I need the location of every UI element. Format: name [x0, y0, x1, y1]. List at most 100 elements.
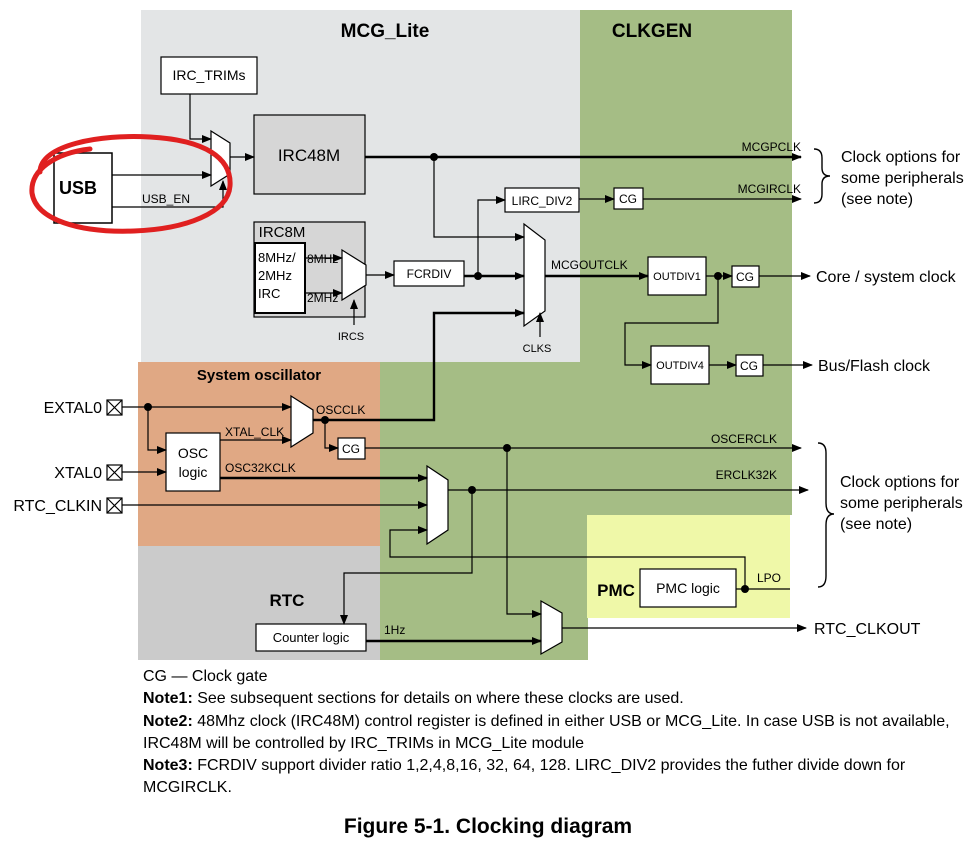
counter-logic-block: [255, 623, 367, 652]
osc32kclk-label: OSC32KCLK: [225, 461, 296, 475]
wire-fcrdiv-to-lirc: [477, 196, 506, 276]
note3-text: FCRDIV support divider ratio 1,2,4,8,16,…: [143, 757, 906, 797]
notes-section: CG — Clock gate Note1: See subsequent se…: [143, 666, 973, 800]
junction-dot: [503, 444, 511, 452]
irc8m-inner-line2: 2MHz: [258, 268, 292, 283]
junction-dot: [474, 272, 482, 280]
clock-options-2-line2: some peripherals: [840, 495, 963, 512]
system-oscillator-title: System oscillator: [197, 367, 321, 384]
brace-top: [813, 148, 831, 204]
junction-dot: [468, 486, 476, 494]
usb-highlight-annotation: [29, 134, 233, 234]
clock-options-2-line3: (see note): [840, 516, 912, 533]
note2: Note2: 48Mhz clock (IRC48M) control regi…: [143, 711, 973, 756]
wire-usb-en: [112, 180, 227, 208]
xtal-clk-label: XTAL_CLK: [225, 425, 284, 439]
junction-dot: [741, 585, 749, 593]
core-clock-label: Core / system clock: [816, 269, 957, 286]
counter-logic-label: Counter logic: [273, 630, 350, 645]
cg-mcgirclk-label: CG: [619, 192, 637, 206]
mux-rtc-clkout: [540, 599, 563, 656]
note1-text: See subsequent sections for details on w…: [192, 690, 684, 708]
1hz-label: 1Hz: [384, 623, 405, 637]
brace-bottom: [817, 442, 835, 588]
clks-label: CLKS: [523, 343, 552, 355]
note1-label: Note1:: [143, 690, 193, 708]
lpo-label: LPO: [757, 571, 781, 585]
mux-osc: [290, 394, 314, 449]
cg-bus-label: CG: [740, 359, 758, 373]
xtal0-pin-icon: [106, 464, 123, 481]
clock-options-2-line1: Clock options for: [840, 474, 960, 491]
wire-lpo-feedback: [389, 526, 746, 589]
figure-caption: Figure 5-1. Clocking diagram: [343, 815, 633, 838]
ircs-label: IRCS: [338, 331, 364, 343]
junction-dot: [144, 403, 152, 411]
irc-trims-label: IRC_TRIMs: [172, 67, 245, 83]
mux-mcgout: [523, 222, 546, 328]
mcgirclk-label: MCGIRCLK: [738, 182, 801, 196]
outdiv1-label: OUTDIV1: [653, 271, 701, 283]
rtc-clkin-label: RTC_CLKIN: [13, 498, 102, 515]
junction-dot: [714, 272, 722, 280]
xtal0-label: XTAL0: [54, 465, 102, 482]
irc-trims-block: [160, 56, 258, 95]
8mhz-label: 8MHz: [307, 252, 338, 266]
irc8m-inner-block: [254, 242, 306, 314]
outdiv4-label: OUTDIV4: [656, 360, 704, 372]
extal0-pin-icon: [106, 399, 123, 416]
clock-options-1-line3: (see note): [841, 191, 913, 208]
wire-oscerclk-to-mux: [506, 448, 542, 618]
rtc-clkout-label: RTC_CLKOUT: [814, 621, 921, 638]
erclk32k-label: ERCLK32K: [716, 468, 777, 482]
extal0-label: EXTAL0: [44, 400, 103, 417]
mux-erclk32k: [426, 464, 449, 546]
2mhz-label: 2MHz: [307, 291, 338, 305]
note3: Note3: FCRDIV support divider ratio 1,2,…: [143, 755, 973, 800]
wire-irctrims-to-mux: [189, 94, 212, 143]
mux-irc8m: [341, 248, 367, 302]
mcgoutclk-label: MCGOUTCLK: [551, 258, 628, 272]
fcrdiv-block: [393, 260, 465, 287]
wire-osc-to-cg: [324, 420, 339, 452]
pmc-title: PMC: [597, 581, 635, 600]
pmc-logic-label: PMC logic: [656, 580, 720, 596]
clkgen-title: CLKGEN: [612, 21, 692, 42]
irc48m-block: [253, 114, 366, 195]
irc8m-inner-line1: 8MHz/: [258, 250, 296, 265]
cg-oscerclk-label: CG: [342, 442, 360, 456]
wire-extal0-to-osc: [147, 407, 167, 454]
osc-logic-line1: OSC: [178, 445, 208, 461]
irc8m-label: IRC8M: [259, 224, 306, 241]
lirc-div2-block: [504, 187, 580, 213]
fcrdiv-label: FCRDIV: [407, 267, 452, 281]
wire-oscclk: [313, 309, 525, 422]
pmc-logic-block: [639, 568, 737, 608]
junction-dot: [321, 416, 329, 424]
wire-to-outdiv4: [624, 276, 719, 369]
junction-dot: [430, 153, 438, 161]
irc48m-label: IRC48M: [278, 146, 340, 165]
usb-en-label: USB_EN: [142, 192, 190, 206]
note2-text: 48Mhz clock (IRC48M) control register is…: [143, 712, 950, 752]
note1: Note1: See subsequent sections for detai…: [143, 688, 973, 710]
note2-label: Note2:: [143, 712, 193, 730]
osc-logic-line2: logic: [179, 464, 208, 480]
rtc-clkin-pin-icon: [106, 497, 123, 514]
wire-erclk-to-counter: [340, 490, 473, 625]
bus-clock-label: Bus/Flash clock: [818, 358, 931, 375]
usb-label: USB: [59, 178, 97, 198]
cg-core-label: CG: [736, 270, 754, 284]
clock-options-1-line2: some peripherals: [841, 170, 964, 187]
lirc-div2-label: LIRC_DIV2: [512, 194, 573, 208]
wire-irc48m-to-mcgout-mux: [433, 157, 525, 241]
mcg-lite-title: MCG_Lite: [341, 21, 430, 42]
usb-block: [53, 152, 113, 224]
irc8m-inner-line3: IRC: [258, 286, 280, 301]
note3-label: Note3:: [143, 757, 193, 775]
cg-legend: CG — Clock gate: [143, 668, 268, 685]
oscclk-label: OSCCLK: [316, 403, 365, 417]
oscerclk-label: OSCERCLK: [711, 432, 777, 446]
clock-options-1-line1: Clock options for: [841, 149, 961, 166]
